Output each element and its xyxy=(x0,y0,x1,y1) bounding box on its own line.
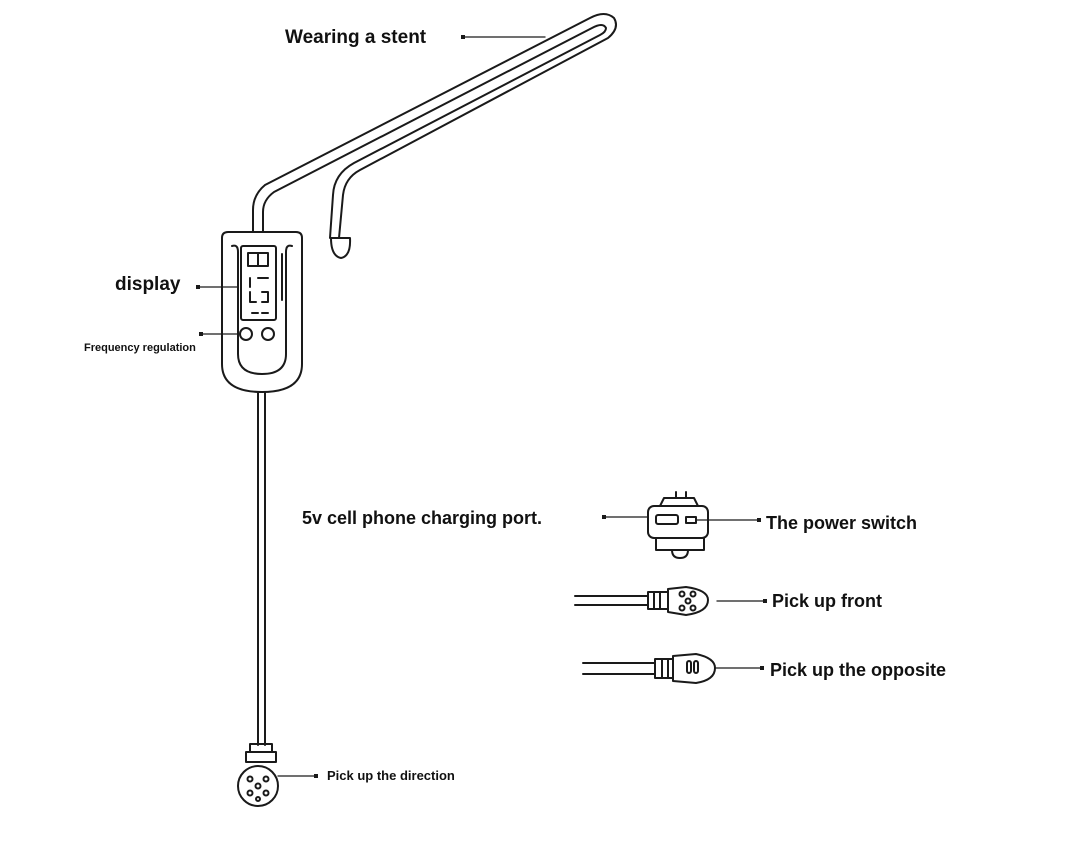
power-switch-slot xyxy=(685,516,697,524)
label-pick-up-opposite: Pick up the opposite xyxy=(770,660,947,680)
frequency-button-right xyxy=(261,327,275,341)
stent-tip xyxy=(330,237,352,259)
ear-hook-stent xyxy=(252,13,617,259)
frequency-button-left xyxy=(239,327,253,341)
main-cable xyxy=(257,391,266,746)
leader-lines xyxy=(199,36,764,777)
label-pick-up-front: Pick up front xyxy=(772,591,883,611)
label-display: display xyxy=(115,274,181,295)
label-charging-port: 5v cell phone charging port. xyxy=(302,508,543,528)
charging-port-module xyxy=(647,491,709,559)
label-power-switch: The power switch xyxy=(766,513,918,533)
pickup-front-connector xyxy=(574,586,709,616)
label-pick-up-direction: Pick up the direction xyxy=(327,768,455,783)
usb-port xyxy=(655,514,679,525)
leader-dots xyxy=(196,35,767,778)
control-unit xyxy=(221,231,303,393)
pickup-opposite-connector xyxy=(582,653,716,684)
display-screen xyxy=(240,245,277,321)
label-wearing-stent: Wearing a stent xyxy=(285,27,427,48)
label-frequency-regulation: Frequency regulation xyxy=(84,342,196,354)
pickup-direction-connector xyxy=(237,743,279,807)
